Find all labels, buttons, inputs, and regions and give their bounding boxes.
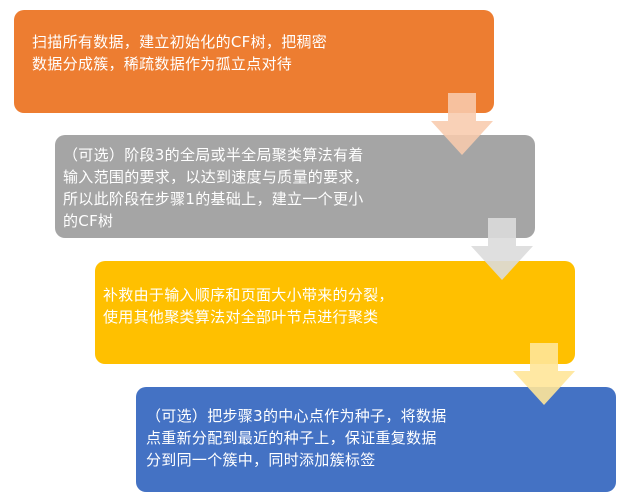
- process-step-2-text: （可选）阶段3的全局或半全局聚类算法有着 输入范围的要求，以达到速度与质量的要求…: [63, 146, 370, 230]
- down-arrow-icon: [431, 93, 493, 155]
- process-step-4-text: （可选）把步骤3的中心点作为种子，将数据 点重新分配到最近的种子上，保证重复数据…: [146, 407, 447, 469]
- process-step-3-text: 补救由于输入顺序和页面大小带来的分裂， 使用其他聚类算法对全部叶节点进行聚类: [103, 286, 394, 326]
- down-arrow-icon: [513, 343, 575, 405]
- process-step-3: 补救由于输入顺序和页面大小带来的分裂， 使用其他聚类算法对全部叶节点进行聚类: [95, 261, 575, 364]
- process-step-1: 扫描所有数据，建立初始化的CF树，把稠密 数据分成簇，稀疏数据作为孤立点对待: [14, 10, 494, 113]
- process-step-2: （可选）阶段3的全局或半全局聚类算法有着 输入范围的要求，以达到速度与质量的要求…: [55, 135, 535, 238]
- down-arrow-icon: [471, 218, 533, 280]
- process-step-4: （可选）把步骤3的中心点作为种子，将数据 点重新分配到最近的种子上，保证重复数据…: [136, 387, 616, 492]
- process-step-1-text: 扫描所有数据，建立初始化的CF树，把稠密 数据分成簇，稀疏数据作为孤立点对待: [32, 33, 328, 73]
